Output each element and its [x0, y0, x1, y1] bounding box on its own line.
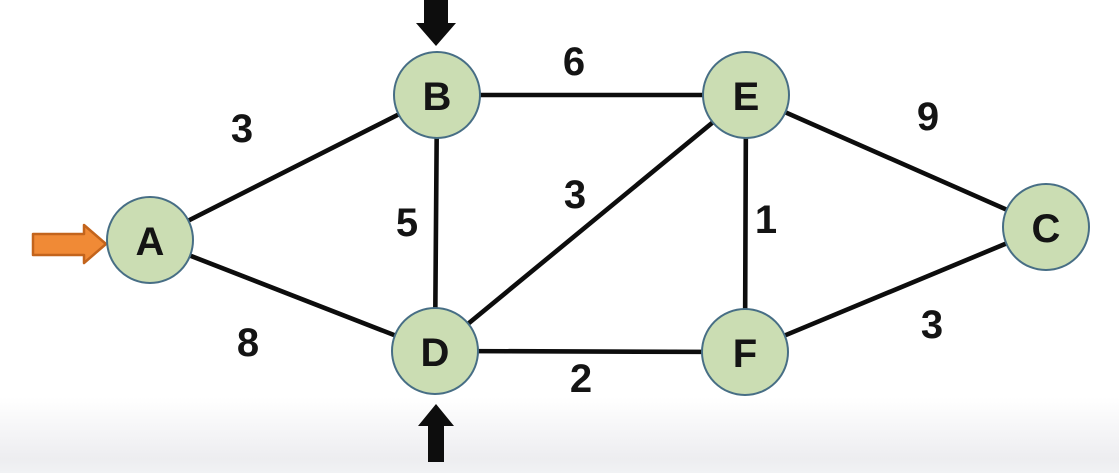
node-label-D: D: [421, 331, 450, 375]
edge-weight-E-C: 9: [917, 95, 939, 139]
edge-weight-D-E: 3: [564, 173, 586, 217]
node-label-C: C: [1032, 207, 1061, 251]
node-label-F: F: [733, 332, 757, 376]
edge-D-F: [432, 348, 748, 355]
node-F: [701, 308, 789, 396]
node-label-B: B: [423, 75, 452, 119]
edge-F-C: [742, 224, 1049, 355]
node-E: [702, 51, 790, 139]
edge-weight-B-E: 6: [563, 40, 585, 84]
edge-weight-A-D: 8: [237, 321, 259, 365]
edge-D-E: [432, 92, 749, 354]
top-arrow-icon: [416, 0, 456, 46]
node-A: [106, 196, 194, 284]
edge-weight-E-F: 1: [755, 198, 777, 242]
bottom-arrow-icon: [418, 404, 454, 462]
edge-weight-F-C: 3: [921, 303, 943, 347]
node-D: [391, 307, 479, 395]
node-label-E: E: [733, 75, 760, 119]
edge-weight-B-D: 5: [396, 201, 418, 245]
edge-weight-A-B: 3: [231, 107, 253, 151]
edge-A-D: [147, 237, 438, 354]
edge-weight-D-F: 2: [570, 357, 592, 401]
entry-arrow-icon: [31, 223, 108, 265]
node-label-A: A: [136, 220, 165, 264]
node-B: [393, 51, 481, 139]
node-C: [1002, 183, 1090, 271]
edge-A-B: [147, 92, 440, 243]
edge-E-C: [743, 92, 1049, 230]
